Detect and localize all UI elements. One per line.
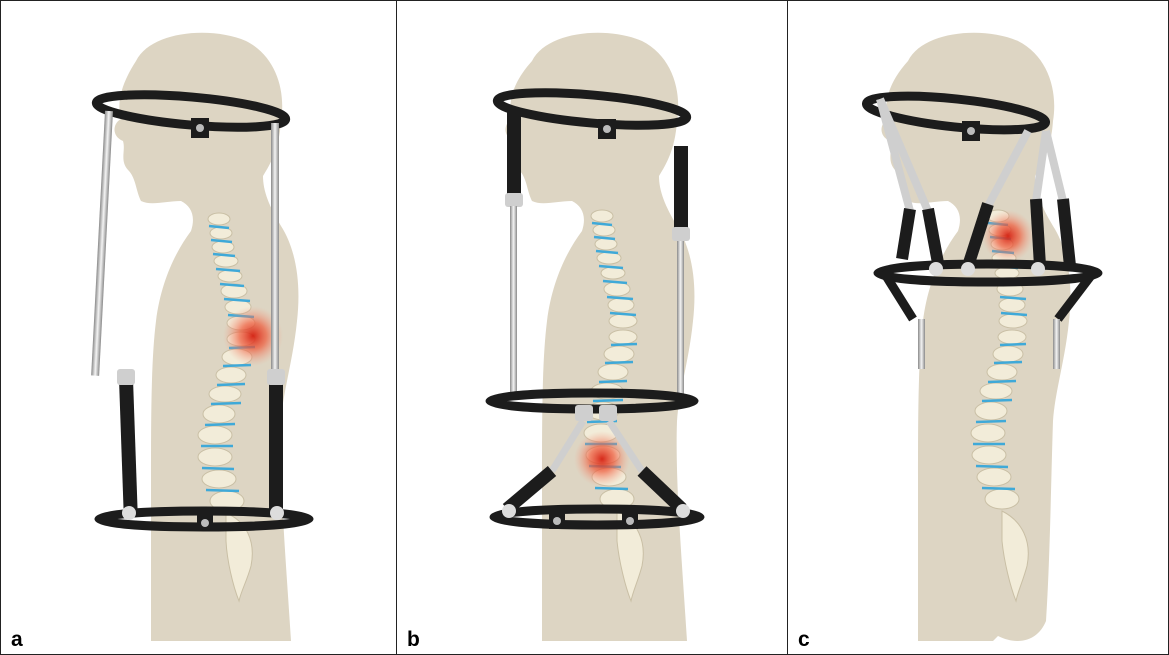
panel-label-b: b — [407, 629, 420, 650]
panel-label-c: c — [798, 629, 810, 650]
panel-b: b — [397, 1, 788, 654]
panel-a: a — [1, 1, 397, 654]
connecting-rod — [91, 111, 113, 376]
connecting-rod — [918, 319, 925, 369]
panel-label-a: a — [11, 629, 23, 650]
connecting-rod — [510, 206, 517, 396]
illustration-b — [397, 1, 788, 654]
illustration-a — [1, 1, 397, 654]
connecting-rod — [271, 123, 279, 378]
illustration-c — [788, 1, 1168, 654]
panel-c: c — [788, 1, 1168, 654]
connecting-rod — [677, 241, 684, 396]
connecting-rod — [1053, 319, 1060, 369]
